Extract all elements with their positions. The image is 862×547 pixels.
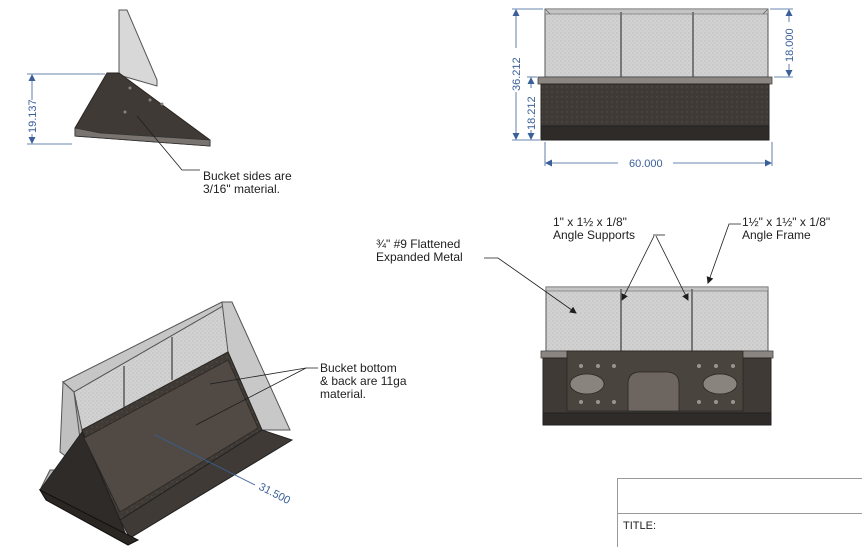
overall-height-dimension: 36.212 (511, 57, 523, 91)
angle-supports-note: 1" x 1½ x 1/8" Angle Supports (553, 215, 636, 242)
upper-height-dimension: 18.000 (784, 28, 796, 62)
bucket-sides-note: Bucket sides are 3/16" material. (203, 169, 292, 196)
title-row-divider (618, 513, 862, 514)
lower-height-dimension: 18.212 (526, 96, 538, 130)
rear-view (484, 223, 774, 426)
depth-dimension: 31.500 (257, 481, 292, 507)
angle-frame-note: 1½" x 1½" x 1/8" Angle Frame (742, 215, 831, 242)
side-height-dimension: 19.137 (27, 99, 39, 133)
expanded-metal-note: ¾" #9 Flattened Expanded Metal (376, 237, 463, 264)
isometric-view: 31.500 (38, 301, 318, 546)
title-block: TITLE: (617, 478, 862, 547)
overall-width-dimension: 60.000 (629, 158, 663, 170)
title-label: TITLE: (623, 520, 657, 532)
front-view: 60.000 36.212 18.212 18.000 (511, 8, 796, 170)
side-view: 19.137 (27, 9, 211, 171)
bucket-bottom-note: Bucket bottom & back are 11ga material. (320, 361, 407, 401)
